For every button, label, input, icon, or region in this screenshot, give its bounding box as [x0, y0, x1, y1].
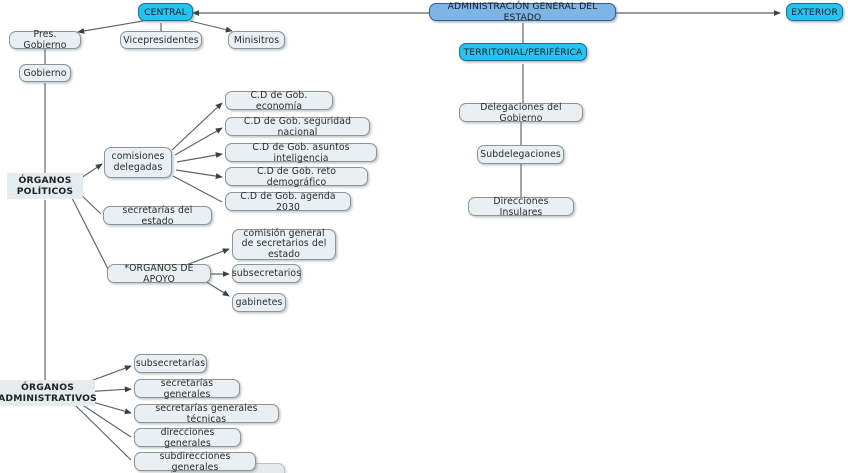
node-subsecretarios[interactable]: subsecretarios — [232, 264, 301, 283]
node-subsecretarias[interactable]: subsecretarías — [134, 354, 207, 373]
node-vicepresidentes[interactable]: Vicepresidentes — [120, 31, 202, 49]
node-cd-reto-demografico[interactable]: C.D de Gob. reto demográfico — [225, 166, 368, 188]
node-cd-seguridad-nacional[interactable]: C.D de Gob. seguridad nacional — [225, 116, 370, 138]
node-central[interactable]: CENTRAL — [138, 3, 193, 21]
node-organos-de-apoyo[interactable]: *ORGANOS DE APOYO — [107, 263, 211, 285]
label-organos-administrativos-text: ÓRGANOS ADMINISTRATIVOS — [0, 382, 97, 404]
node-subdirecciones-generales[interactable]: subdirecciones generales — [134, 451, 256, 473]
node-cd-agenda-2030[interactable]: C.D de Gob. agenda 2030 — [225, 191, 351, 213]
label-organos-politicos-text: ÓRGANOS POLÍTICOS — [16, 175, 74, 197]
node-direcciones-insulares[interactable]: Direcciones Insulares — [468, 196, 574, 218]
node-subdelegaciones[interactable]: Subdelegaciones — [477, 145, 564, 164]
node-cd-asuntos-inteligencia[interactable]: C.D de Gob. asuntos inteligencia — [225, 142, 377, 164]
node-delegaciones-del-gobierno[interactable]: Delegaciones del Gobierno — [459, 102, 583, 124]
node-territorial-periferica[interactable]: TERRITORIAL/PERIFÉRICA — [459, 43, 587, 61]
node-comision-general-secretarios-estado[interactable]: comisión general de secretarios del esta… — [232, 228, 336, 260]
node-pres-gobierno[interactable]: Pres. Gobierno — [9, 29, 81, 51]
node-gabinetes[interactable]: gabinetes — [232, 293, 286, 312]
node-secretarias-generales[interactable]: secretarías generales — [134, 378, 240, 400]
node-administracion-general-del-estado[interactable]: ADMINISTRACIÓN GENERAL DEL ESTADO — [429, 1, 616, 23]
node-gobierno[interactable]: Gobierno — [19, 64, 71, 82]
node-secretarias-del-estado[interactable]: secretarías del estado — [103, 205, 212, 227]
node-exterior[interactable]: EXTERIOR — [786, 3, 843, 21]
node-secretarias-generales-tecnicas[interactable]: secretarías generales técnicas — [134, 403, 279, 425]
label-organos-politicos: ÓRGANOS POLÍTICOS — [7, 173, 83, 199]
node-direcciones-generales[interactable]: direcciones generales — [134, 427, 241, 449]
node-ministros[interactable]: Minisitros — [228, 31, 285, 49]
node-comisiones-delegadas[interactable]: comisiones delegadas — [104, 147, 172, 178]
node-cd-economia[interactable]: C.D de Gob. economía — [225, 90, 333, 112]
label-organos-administrativos: ÓRGANOS ADMINISTRATIVOS — [0, 380, 97, 406]
